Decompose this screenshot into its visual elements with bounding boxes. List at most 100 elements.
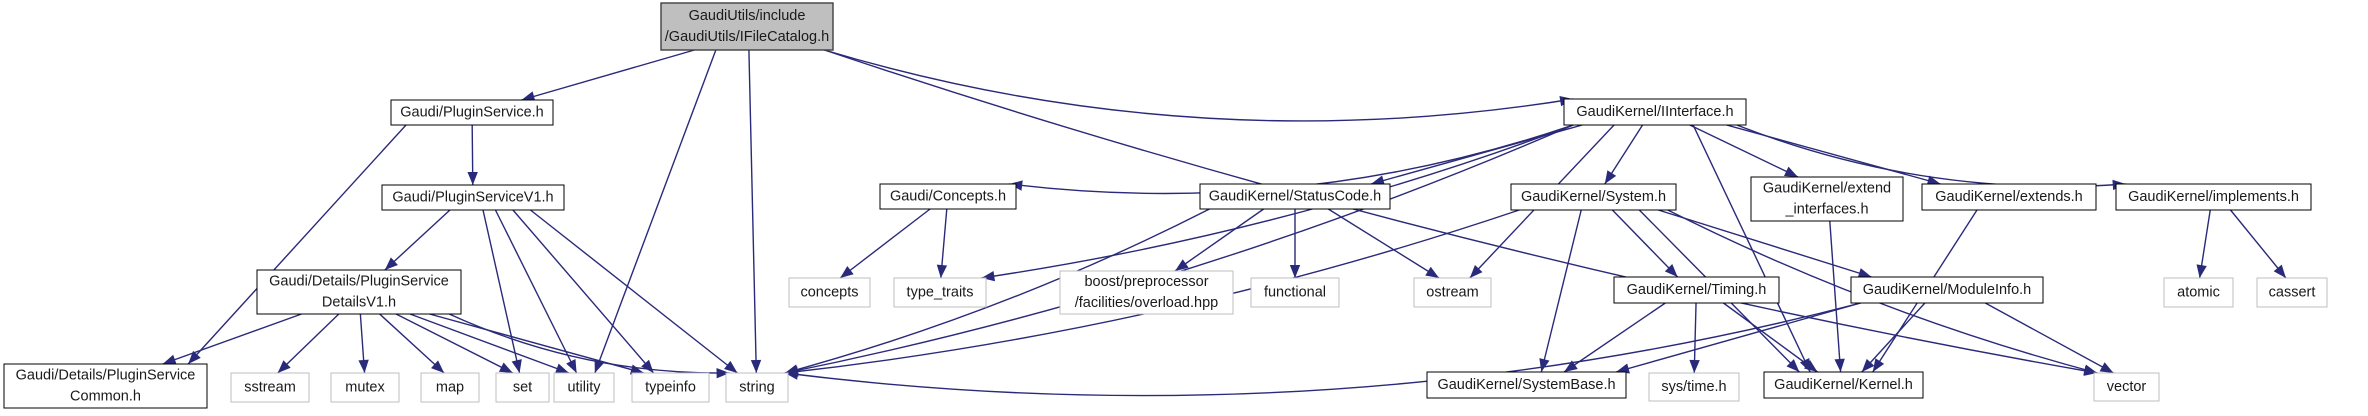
node-box[interactable] xyxy=(2163,277,2234,308)
graph-node-concepts[interactable]: concepts xyxy=(788,277,871,308)
edge-arrowhead xyxy=(840,265,854,278)
edge-arrowhead xyxy=(1564,360,1578,372)
edge-arrowhead xyxy=(724,360,738,373)
node-box[interactable] xyxy=(725,372,789,403)
edge-arrowhead xyxy=(1689,359,1700,373)
node-box[interactable] xyxy=(2093,372,2160,402)
graph-node-concepts_h[interactable]: Gaudi/Concepts.h xyxy=(879,183,1017,210)
graph-node-vector[interactable]: vector xyxy=(2093,372,2160,402)
node-label: Gaudi/Concepts.h xyxy=(890,188,1006,204)
node-box[interactable] xyxy=(2115,183,2312,211)
node-box[interactable] xyxy=(1413,277,1492,308)
edge-arrowhead xyxy=(1834,358,1845,372)
node-box[interactable] xyxy=(660,2,834,51)
graph-node-systembase[interactable]: GaudiKernel/SystemBase.h xyxy=(1426,371,1627,399)
node-box[interactable] xyxy=(495,372,550,403)
dependency-edge xyxy=(1611,209,1679,278)
node-box[interactable] xyxy=(230,372,310,403)
node-box[interactable] xyxy=(1059,270,1234,315)
node-label: utility xyxy=(567,379,601,395)
node-box[interactable] xyxy=(1850,276,2044,304)
edge-arrowhead xyxy=(1425,266,1440,278)
graph-node-type_traits[interactable]: type_traits xyxy=(893,277,987,308)
node-box[interactable] xyxy=(381,184,565,211)
graph-node-boostpp[interactable]: boost/preprocessor/facilities/overload.h… xyxy=(1059,270,1234,315)
edge-arrowhead xyxy=(1539,358,1550,372)
edge-arrowhead xyxy=(2083,364,2098,375)
node-label: atomic xyxy=(2177,284,2220,300)
graph-node-timing[interactable]: GaudiKernel/Timing.h xyxy=(1613,276,1780,304)
node-box[interactable] xyxy=(631,372,710,403)
edge-arrowhead xyxy=(467,171,478,185)
edge-arrowhead xyxy=(1175,259,1189,271)
node-label: GaudiKernel/Kernel.h xyxy=(1774,377,1913,393)
graph-node-typeinfo[interactable]: typeinfo xyxy=(631,372,710,403)
graph-node-pluginsvcv1[interactable]: Gaudi/PluginServiceV1.h xyxy=(381,184,565,211)
node-box[interactable] xyxy=(390,99,554,126)
edge-arrowhead xyxy=(431,360,445,373)
node-box[interactable] xyxy=(1613,276,1780,304)
graph-node-atomic[interactable]: atomic xyxy=(2163,277,2234,308)
dependency-edge xyxy=(521,49,695,101)
graph-node-sstream[interactable]: sstream xyxy=(230,372,310,403)
node-label: functional xyxy=(1264,284,1326,300)
graph-node-root[interactable]: GaudiUtils/include/GaudiUtils/IFileCatal… xyxy=(660,2,834,51)
graph-node-moduleinfo[interactable]: GaudiKernel/ModuleInfo.h xyxy=(1850,276,2044,304)
node-box[interactable] xyxy=(788,277,871,308)
graph-node-extendint[interactable]: GaudiKernel/extend_interfaces.h xyxy=(1750,176,1904,222)
graph-node-extends[interactable]: GaudiKernel/extends.h xyxy=(1921,183,2097,211)
edge-arrowhead xyxy=(1803,360,1818,372)
graph-node-system_h[interactable]: GaudiKernel/System.h xyxy=(1510,183,1677,211)
edge-arrowhead xyxy=(1857,268,1872,279)
edge-arrowhead xyxy=(1371,175,1385,186)
node-label: GaudiKernel/extend xyxy=(1763,180,1891,196)
node-box[interactable] xyxy=(1921,183,2097,211)
graph-node-ostream[interactable]: ostream xyxy=(1413,277,1492,308)
node-box[interactable] xyxy=(330,372,400,403)
graph-node-set[interactable]: set xyxy=(495,372,550,403)
dependency-edge xyxy=(512,209,655,374)
node-box[interactable] xyxy=(893,277,987,308)
graph-node-kernel[interactable]: GaudiKernel/Kernel.h xyxy=(1763,371,1924,399)
dependency-edge xyxy=(1984,302,2114,374)
graph-node-cassert[interactable]: cassert xyxy=(2256,277,2328,308)
node-box[interactable] xyxy=(879,183,1017,210)
dependency-edge xyxy=(981,124,1574,279)
graph-node-systime[interactable]: sys/time.h xyxy=(1648,372,1740,402)
node-box[interactable] xyxy=(2256,277,2328,308)
node-box[interactable] xyxy=(256,269,462,315)
dependency-edge xyxy=(784,208,1210,374)
node-label: mutex xyxy=(345,379,385,395)
node-box[interactable] xyxy=(1563,98,1747,126)
node-box[interactable] xyxy=(1763,371,1924,399)
dependency-edge xyxy=(1726,124,1941,185)
graph-node-functional[interactable]: functional xyxy=(1250,277,1340,308)
node-label: Common.h xyxy=(70,388,141,404)
dependency-edge xyxy=(594,49,717,374)
edge-arrowhead xyxy=(498,362,513,373)
graph-node-utility[interactable]: utility xyxy=(553,372,615,403)
graph-node-statuscode[interactable]: GaudiKernel/StatusCode.h xyxy=(1199,183,1391,210)
graph-node-mutex[interactable]: mutex xyxy=(330,372,400,403)
node-label: Gaudi/PluginService.h xyxy=(400,104,543,120)
node-box[interactable] xyxy=(1250,277,1340,308)
edge-arrowhead xyxy=(2273,264,2286,278)
graph-node-implements[interactable]: GaudiKernel/implements.h xyxy=(2115,183,2312,211)
node-box[interactable] xyxy=(553,372,615,403)
node-box[interactable] xyxy=(1199,183,1391,210)
node-box[interactable] xyxy=(1426,371,1627,399)
graph-node-map[interactable]: map xyxy=(420,372,480,403)
node-box[interactable] xyxy=(1750,176,1904,222)
node-box[interactable] xyxy=(420,372,480,403)
node-box[interactable] xyxy=(1648,372,1740,402)
graph-node-pluginsvc[interactable]: Gaudi/PluginService.h xyxy=(390,99,554,126)
graph-node-string[interactable]: string xyxy=(725,372,789,403)
graph-node-iinterface[interactable]: GaudiKernel/IInterface.h xyxy=(1563,98,1747,126)
edge-arrowhead xyxy=(2196,264,2207,278)
node-box[interactable] xyxy=(3,363,208,409)
dependency-edge xyxy=(1615,302,1861,373)
node-box[interactable] xyxy=(1510,183,1677,211)
node-label: vector xyxy=(2107,379,2147,395)
